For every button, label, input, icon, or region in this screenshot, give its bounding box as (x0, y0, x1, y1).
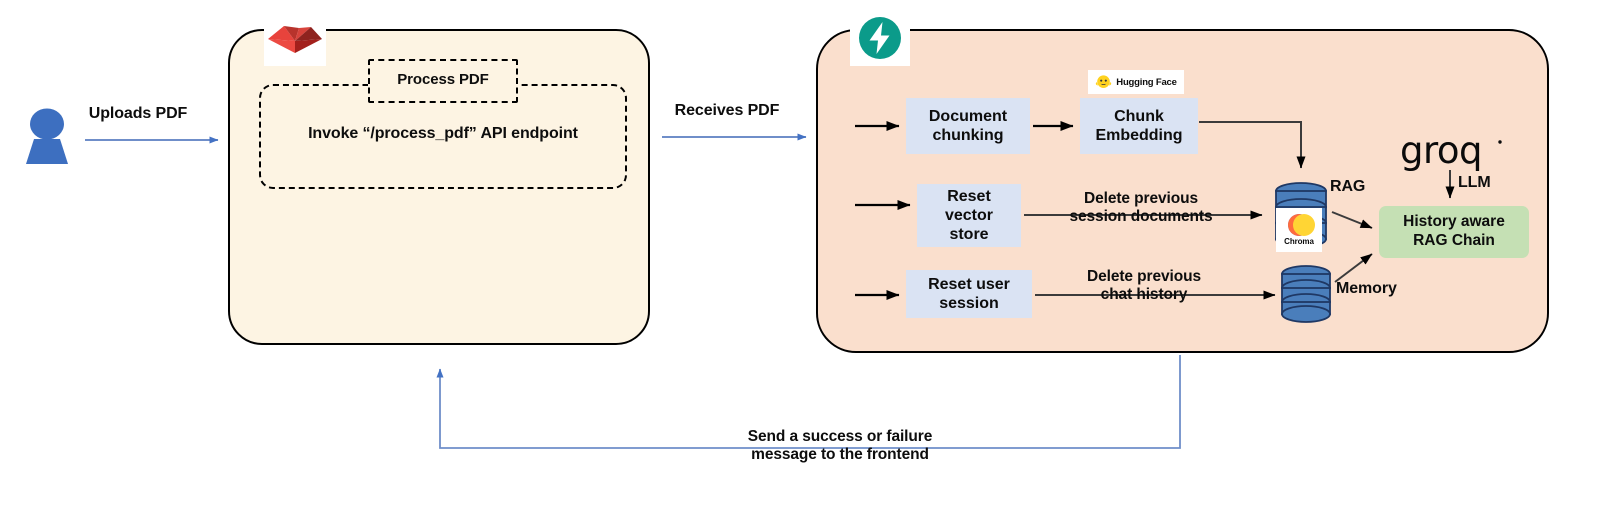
label-memory: Memory (1336, 280, 1397, 297)
arrow-chroma-to-chain (1331, 211, 1373, 229)
streamlit-logo (264, 14, 326, 66)
label-rag: RAG (1330, 178, 1366, 195)
label-uploads-pdf: Uploads PDF (88, 105, 188, 122)
label-return-message: Send a success or failure message to the… (747, 428, 933, 463)
invoke-endpoint-label: Invoke “/process_pdf” API endpoint (308, 125, 578, 142)
groq-logo: groq (1400, 129, 1506, 173)
arrow-embedding-to-chroma (1199, 121, 1306, 169)
fastapi-icon (859, 16, 901, 59)
label-delete-chat-history: Delete previous chat history (1087, 268, 1201, 303)
label-llm: LLM (1458, 174, 1491, 191)
groq-wordmark-icon: groq (1400, 129, 1502, 172)
chroma-label: Chroma (1284, 237, 1314, 246)
process-pdf-label: Process PDF (397, 71, 489, 88)
history-aware-rag-chain[interactable]: History aware RAG Chain (1379, 206, 1529, 258)
chroma-logo: Chroma (1276, 208, 1322, 252)
arrow-memory-to-chain (1334, 253, 1373, 283)
hugging-face-logo: Hugging Face (1088, 70, 1184, 94)
hugging-face-label: Hugging Face (1116, 76, 1177, 88)
person-icon (26, 108, 68, 164)
step-chunk-embedding[interactable]: Chunk Embedding (1080, 98, 1198, 154)
step-document-chunking[interactable]: Document chunking (906, 98, 1030, 154)
step-reset-user-session[interactable]: Reset user session (906, 270, 1032, 318)
label-receives-pdf: Receives PDF (674, 102, 780, 119)
database-cylinder-memory (1281, 265, 1331, 323)
fastapi-logo (850, 9, 910, 66)
step-reset-vector-store[interactable]: Reset vector store (917, 184, 1021, 247)
streamlit-icon (268, 26, 322, 53)
arrow-return-message (436, 355, 1181, 449)
chroma-icon (1288, 214, 1315, 236)
process-pdf-group (368, 59, 518, 103)
svg-text:groq: groq (1400, 133, 1482, 172)
label-delete-session-documents: Delete previous session documents (1069, 190, 1213, 225)
hugging-face-icon (1096, 74, 1112, 88)
